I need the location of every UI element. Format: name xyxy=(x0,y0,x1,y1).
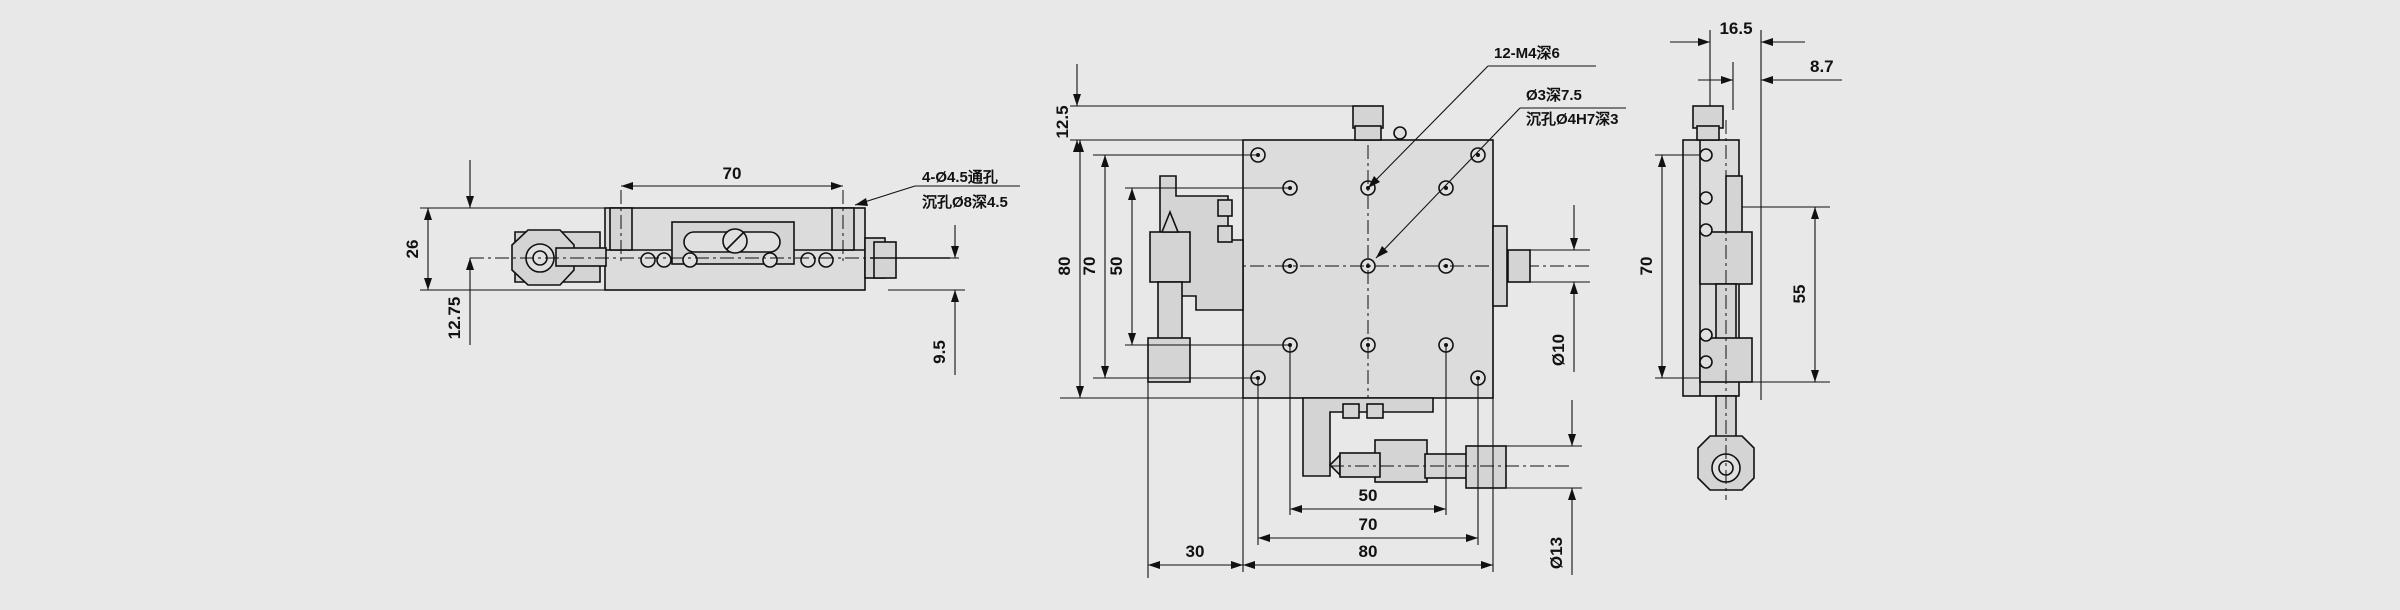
top-view: 12.5 80 70 50 Ø10 Ø13 xyxy=(1053,44,1626,578)
dim-side-70: 70 xyxy=(723,164,742,183)
note-tapped-holes: 12-M4深6 xyxy=(1494,44,1560,62)
dim-top-70: 70 xyxy=(1080,257,1099,276)
left-micrometer xyxy=(1149,231,1191,283)
side-knob-right xyxy=(873,241,897,279)
dim-bottom-50: 50 xyxy=(1359,486,1378,505)
note-pin-line2: 沉孔Ø4H7深3 xyxy=(1526,110,1619,128)
end-screw-head xyxy=(1692,105,1724,129)
dim-end-70: 70 xyxy=(1637,257,1656,276)
dim-top-50: 50 xyxy=(1107,257,1126,276)
dim-top-shaft: Ø10 xyxy=(1549,334,1568,366)
dim-end-55: 55 xyxy=(1790,285,1809,304)
note-pin-line1: Ø3深7.5 xyxy=(1526,86,1582,104)
end-view: 16.5 8.7 70 55 xyxy=(1637,19,1842,500)
side-view: 70 26 12.75 9.5 4-Ø4.5通孔 沉孔Ø8深4.5 xyxy=(403,160,1020,375)
bottom-micrometer-knob xyxy=(1465,445,1507,489)
note-holes-line2: 沉孔Ø8深4.5 xyxy=(922,193,1008,211)
dim-top-knob: Ø13 xyxy=(1547,537,1566,569)
dim-bottom-70: 70 xyxy=(1359,515,1378,534)
dim-bottom-30: 30 xyxy=(1186,542,1205,561)
right-shaft-knob xyxy=(1507,249,1531,283)
dim-top-80: 80 xyxy=(1055,257,1074,276)
bottom-micrometer-body xyxy=(1302,397,1434,477)
dim-top-12-5: 12.5 xyxy=(1053,105,1072,138)
dim-end-16-5: 16.5 xyxy=(1719,19,1752,38)
dim-side-9-5: 9.5 xyxy=(930,340,949,364)
dim-end-8-7: 8.7 xyxy=(1810,57,1834,76)
note-holes-line1: 4-Ø4.5通孔 xyxy=(922,169,998,186)
dim-bottom-80: 80 xyxy=(1359,542,1378,561)
top-screw-head xyxy=(1352,105,1384,129)
dim-side-26: 26 xyxy=(403,240,422,259)
dim-side-12-75: 12.75 xyxy=(445,297,464,340)
